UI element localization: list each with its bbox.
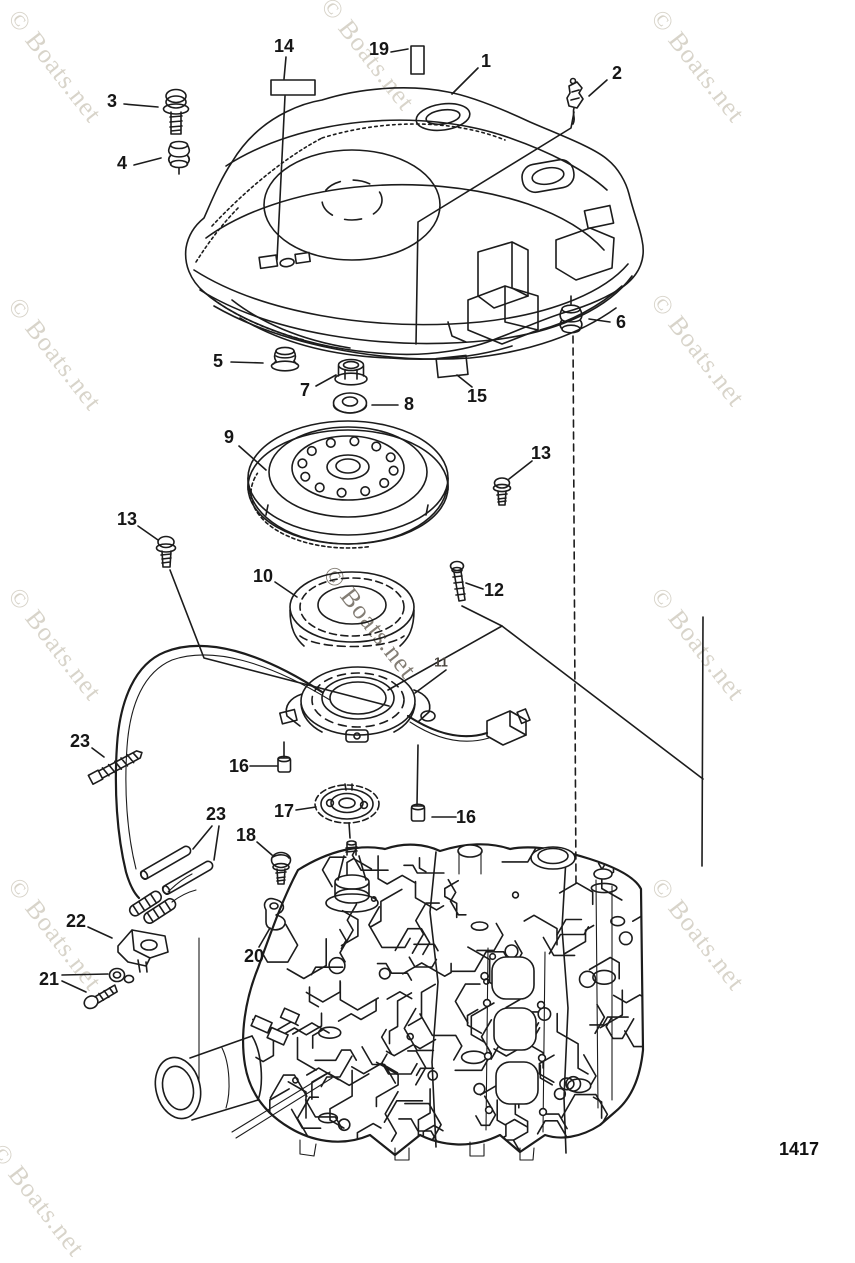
mount-grommet-6 [559,295,583,334]
washer-8 [332,392,368,414]
screw-18 [270,851,292,885]
bolt-washers-21 [83,967,135,1010]
bolt-12 [449,560,466,602]
rods-23-lower [139,845,214,896]
pulser-coil-drawing [314,783,380,839]
mount-grommet-5 [270,346,300,372]
cowl-bolt-3 [162,88,190,135]
bracket-22 [117,929,169,973]
flange-nut-7 [334,358,368,386]
crankshaft-drawing [325,840,379,913]
engine-block-drawing [154,843,645,1161]
spacer-16-right [410,744,426,822]
bolt-13-right [492,477,512,506]
cowl-grommet-4 [167,140,191,175]
clip-2 [566,77,584,125]
leader-lines [61,48,704,993]
flywheel-drawing [247,420,449,549]
spacer-16-left [277,741,292,773]
clamp-20 [263,897,286,931]
diagram-linework [61,45,704,1161]
ignition-plate-drawing [278,666,531,746]
harness-drawing [114,644,331,924]
bolt-13-left [155,535,177,568]
stator-drawing [289,571,415,648]
decal-outlines [270,45,469,379]
top-cowl-drawing [184,87,644,361]
screw-23-upper [87,750,143,786]
parts-diagram-page: © Boats.net© Boats.net© Boats.net© Boats… [0,0,819,1262]
